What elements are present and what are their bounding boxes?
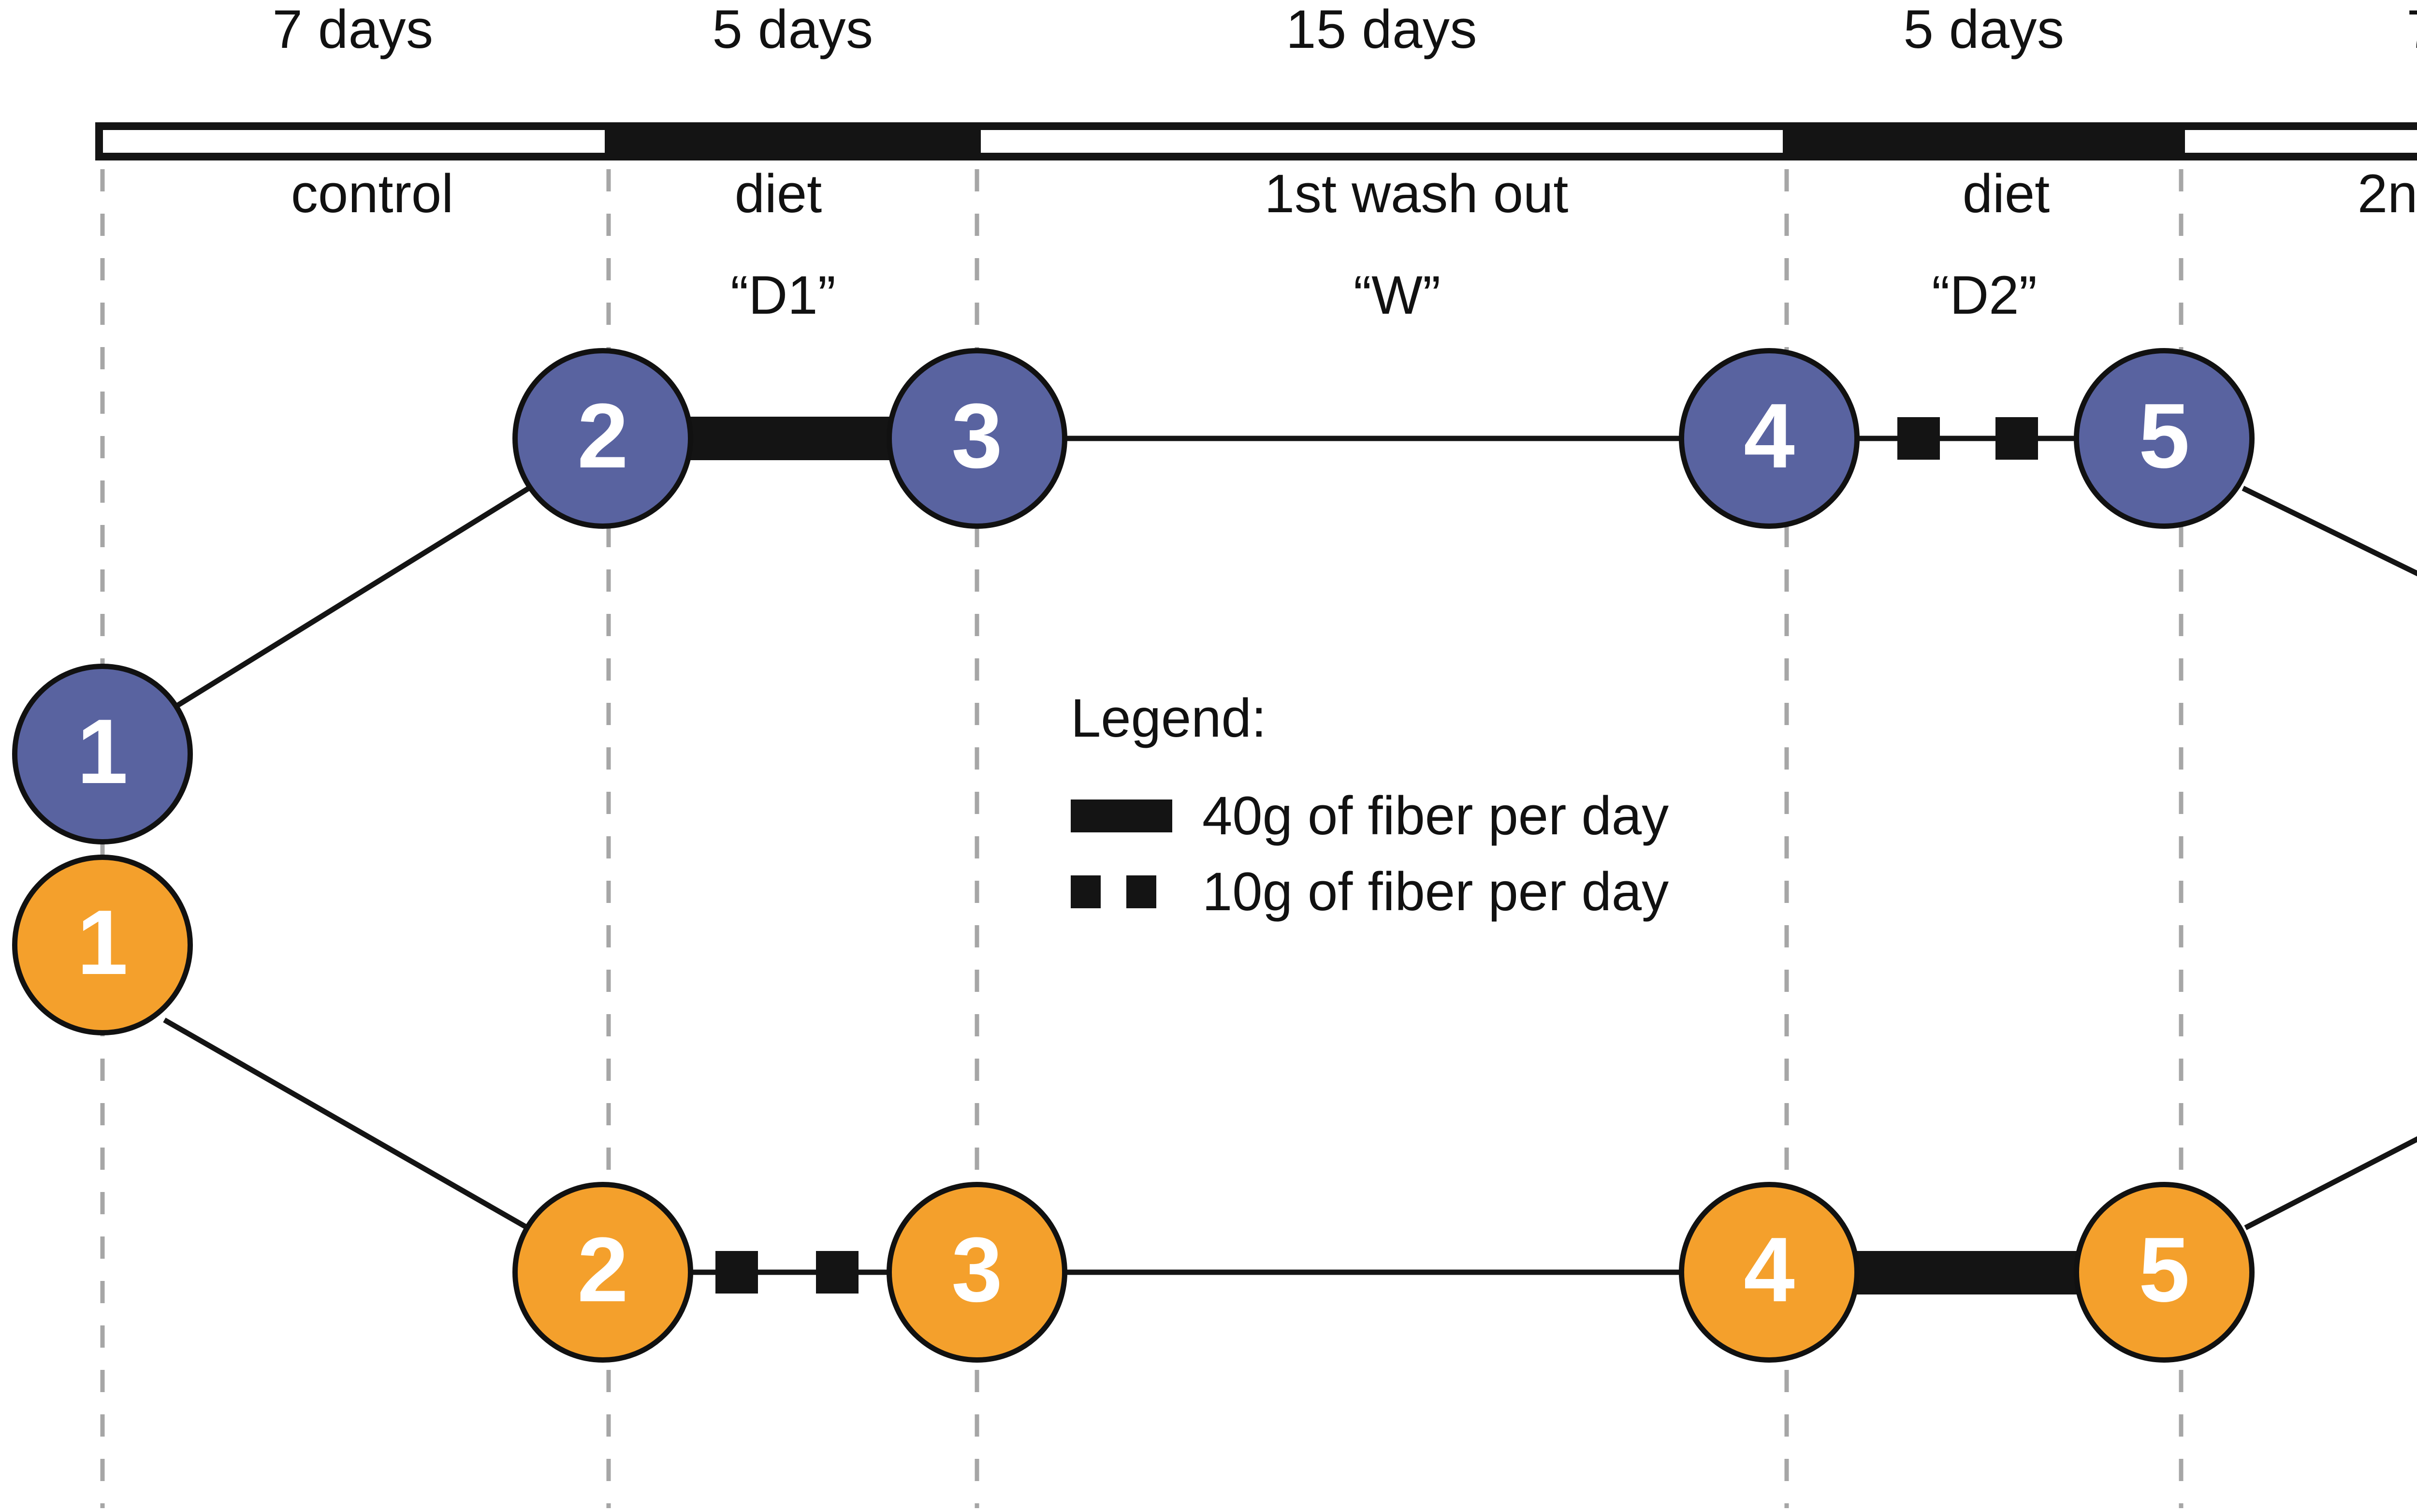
duration-label-control: 7 days [272, 0, 434, 59]
phase-label-washout2: 2nd wash out [2357, 163, 2417, 224]
node-arm-high-3[interactable]: 3 [887, 348, 1067, 529]
timeline-segment-washout1 [973, 122, 1791, 160]
legend-title: Legend: [1071, 688, 1267, 748]
legend-solid-bar-icon [1071, 800, 1172, 832]
connector-a-4-5-dash1 [1897, 417, 1940, 460]
legend-item-40g: 40g of fiber per day [1071, 789, 1669, 843]
arm-low-first-connectors [163, 1018, 2417, 1294]
timeline-segment-washout2 [2177, 122, 2417, 160]
legend-label-40g: 40g of fiber per day [1202, 785, 1669, 846]
node-arm-high-5[interactable]: 5 [2074, 348, 2255, 529]
timeline-segment-diet2 [1783, 122, 2185, 160]
timeline-bar [95, 122, 2417, 160]
connector-b-1-2 [163, 1018, 533, 1233]
phase-label-control: control [291, 163, 454, 224]
node-arm-high-2[interactable]: 2 [512, 348, 693, 529]
legend: Legend: 40g of fiber per day 10g of fibe… [1071, 691, 1669, 941]
timeline-segment-control [95, 122, 612, 160]
duration-label-washout2: 7 days [2407, 2, 2417, 57]
connector-a-1-2 [168, 481, 538, 713]
node-arm-high-4[interactable]: 4 [1679, 348, 1860, 529]
timeline-segment-diet1 [605, 122, 981, 160]
connector-a-4-5-dash2 [1995, 417, 2038, 460]
duration-label-diet2: 5 days [1903, 0, 2065, 59]
node-arm-low-1[interactable]: 1 [12, 855, 193, 1035]
node-arm-low-5[interactable]: 5 [2074, 1182, 2255, 1363]
connector-b-2-3-dash1 [715, 1251, 758, 1294]
connector-b-2-3-dash2 [816, 1251, 859, 1294]
node-arm-low-2[interactable]: 2 [512, 1182, 693, 1363]
duration-label-diet1: 5 days [712, 0, 874, 59]
phase-code-w: “W” [1353, 265, 1441, 325]
node-arm-low-4[interactable]: 4 [1679, 1182, 1860, 1363]
phase-label-diet2: diet [1962, 163, 2050, 224]
legend-dashed-bar-icon [1071, 875, 1172, 908]
connector-a-2-3-40g [686, 417, 899, 460]
arm-high-first-connectors [168, 417, 2417, 713]
phase-code-d1: “D1” [730, 265, 836, 325]
legend-label-10g: 10g of fiber per day [1202, 861, 1669, 922]
node-arm-high-1[interactable]: 1 [12, 664, 193, 844]
connector-b-5-6 [2244, 1136, 2417, 1230]
phase-code-d2: “D2” [1932, 265, 2037, 325]
connector-b-4-5-40g [1856, 1251, 2079, 1294]
duration-label-washout1: 15 days [1286, 0, 1477, 59]
connector-a-5-6 [2242, 486, 2417, 577]
phase-label-diet1: diet [734, 163, 822, 224]
phase-label-washout1: 1st wash out [1264, 163, 1569, 224]
node-arm-low-3[interactable]: 3 [887, 1182, 1067, 1363]
legend-item-10g: 10g of fiber per day [1071, 865, 1669, 919]
